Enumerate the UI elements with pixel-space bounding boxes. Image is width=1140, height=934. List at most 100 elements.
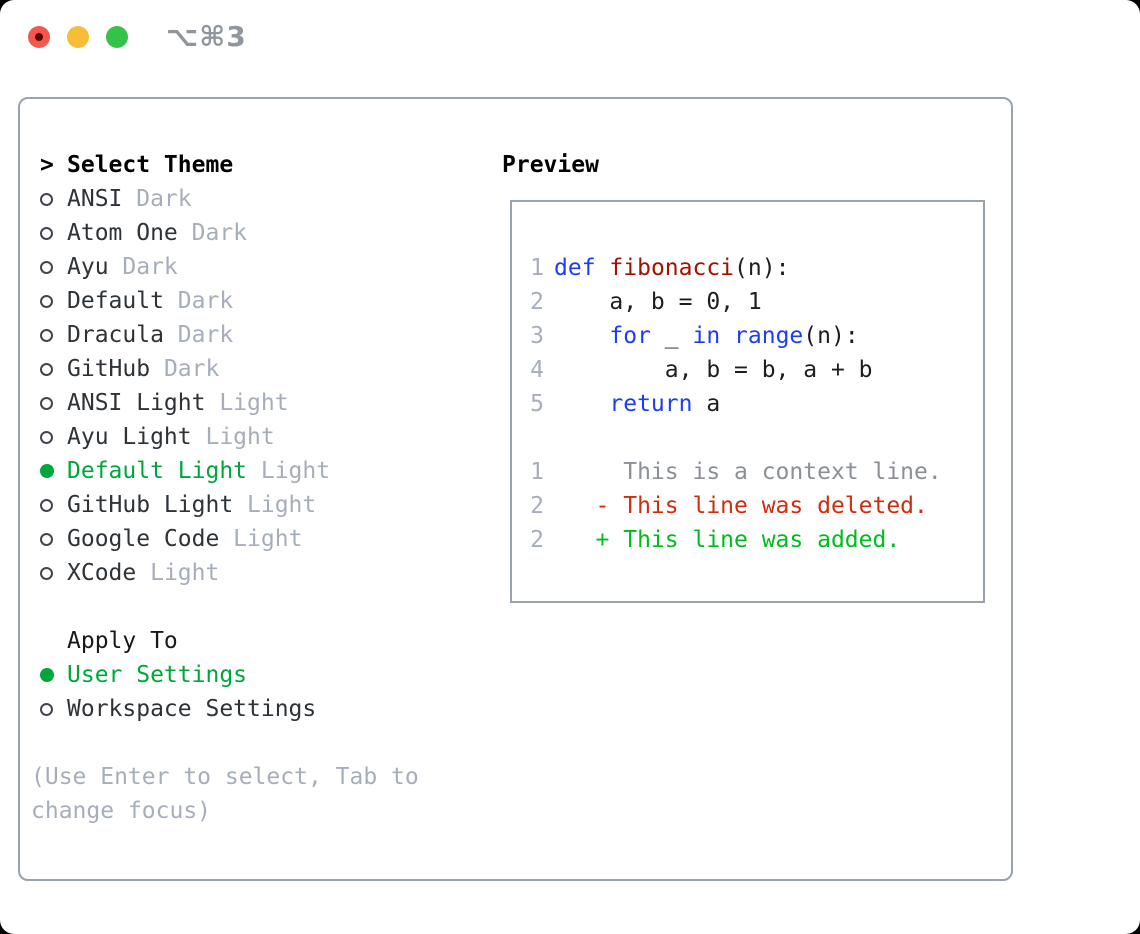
option-variant-label: Dark [108, 254, 178, 280]
option-label: ANSI Light [67, 390, 206, 416]
option-label: Google Code [67, 526, 220, 552]
usage-hint: (Use Enter to select, Tab to change focu… [31, 760, 419, 828]
minimize-button[interactable] [67, 26, 89, 48]
theme-option[interactable]: Dracula Dark [40, 318, 419, 352]
traffic-lights [28, 26, 128, 48]
option-label: Workspace Settings [67, 696, 317, 722]
theme-option[interactable]: Default Light Light [40, 454, 419, 488]
diff-line-text: + This line was added. [554, 527, 901, 553]
keyboard-shortcut-label: ⌥⌘3 [166, 20, 247, 53]
usage-hint-line2: change focus) [31, 798, 212, 824]
option-label: ANSI [67, 186, 123, 212]
radio-icon [40, 566, 53, 580]
option-label: XCode [67, 560, 137, 586]
radio-icon [40, 396, 53, 410]
option-variant-label: Dark [150, 356, 220, 382]
option-label: Ayu [67, 254, 109, 280]
line-number: 5 [530, 391, 544, 417]
diff-line-context: 1 This is a context line. [530, 455, 942, 489]
radio-icon [40, 226, 53, 240]
apply-option[interactable]: Workspace Settings [40, 692, 419, 726]
zoom-button[interactable] [106, 26, 128, 48]
radio-icon [40, 702, 53, 716]
select-theme-header: > Select Theme [40, 148, 419, 182]
spacer [40, 726, 419, 760]
apply-option[interactable]: User Settings [40, 658, 419, 692]
theme-option[interactable]: GitHub Light Light [40, 488, 419, 522]
theme-option[interactable]: Atom One Dark [40, 216, 419, 250]
option-label: GitHub [67, 356, 151, 382]
code-line: 5 return a [530, 387, 942, 421]
radio-icon [40, 260, 53, 274]
preview-title: Preview [502, 152, 599, 178]
radio-icon [40, 498, 53, 512]
theme-option[interactable]: Ayu Dark [40, 250, 419, 284]
line-number: 3 [530, 323, 544, 349]
diff-line-text: This is a context line. [554, 459, 942, 485]
radio-selected-icon [40, 668, 54, 682]
option-label: Atom One [67, 220, 178, 246]
option-variant-label: Light [191, 424, 275, 450]
diff-line-text: - This line was deleted. [554, 493, 928, 519]
code-line-text: return a [609, 391, 721, 417]
line-number: 2 [530, 527, 544, 553]
option-label: Ayu Light [67, 424, 192, 450]
option-variant-label: Light [205, 390, 289, 416]
line-number: 2 [530, 289, 544, 315]
spacer [530, 421, 942, 455]
theme-option[interactable]: ANSI Dark [40, 182, 419, 216]
radio-icon [40, 328, 53, 342]
option-label: Dracula [67, 322, 164, 348]
code-line-text: for _ in range(n): [609, 323, 859, 349]
theme-option[interactable]: XCode Light [40, 556, 419, 590]
code-line: 3 for _ in range(n): [530, 319, 942, 353]
theme-option[interactable]: Default Dark [40, 284, 419, 318]
option-variant-label: Dark [122, 186, 192, 212]
code-line: 1 def fibonacci(n): [530, 251, 942, 285]
line-number: 4 [530, 357, 544, 383]
select-theme-title: Select Theme [67, 152, 234, 178]
option-variant-label: Light [219, 526, 303, 552]
radio-icon [40, 294, 53, 308]
unsaved-changes-dot-icon [35, 33, 43, 41]
spacer [40, 590, 419, 624]
apply-to-title: Apply To [67, 628, 178, 654]
line-number: 1 [530, 255, 544, 281]
option-label: GitHub Light [67, 492, 234, 518]
code-line: 4 a, b = b, a + b [530, 353, 942, 387]
option-label: Default [67, 288, 164, 314]
diff-line-deleted: 2 - This line was deleted. [530, 489, 942, 523]
close-button[interactable] [28, 26, 50, 48]
focus-caret-icon: > [40, 152, 54, 178]
option-variant-label: Light [233, 492, 317, 518]
option-variant-label: Dark [163, 322, 234, 348]
radio-icon [40, 362, 53, 376]
radio-icon [40, 430, 53, 444]
radio-selected-icon [40, 464, 54, 478]
theme-option[interactable]: Google Code Light [40, 522, 419, 556]
code-line: 2 a, b = 0, 1 [530, 285, 942, 319]
line-number: 1 [530, 459, 544, 485]
option-variant-label: Light [247, 458, 331, 484]
apply-to-header: Apply To [40, 624, 419, 658]
theme-option[interactable]: GitHub Dark [40, 352, 419, 386]
option-variant-label: Light [136, 560, 220, 586]
line-number: 2 [530, 493, 544, 519]
theme-option[interactable]: Ayu Light Light [40, 420, 419, 454]
option-variant-label: Dark [177, 220, 248, 246]
code-line-text: def fibonacci(n): [554, 255, 790, 281]
code-line-text: a, b = b, a + b [554, 357, 873, 383]
theme-option[interactable]: ANSI Light Light [40, 386, 419, 420]
option-variant-label: Dark [163, 288, 234, 314]
option-label: Default Light [67, 458, 248, 484]
option-label: User Settings [67, 662, 248, 688]
radio-icon [40, 532, 53, 546]
diff-line-added: 2 + This line was added. [530, 523, 942, 557]
